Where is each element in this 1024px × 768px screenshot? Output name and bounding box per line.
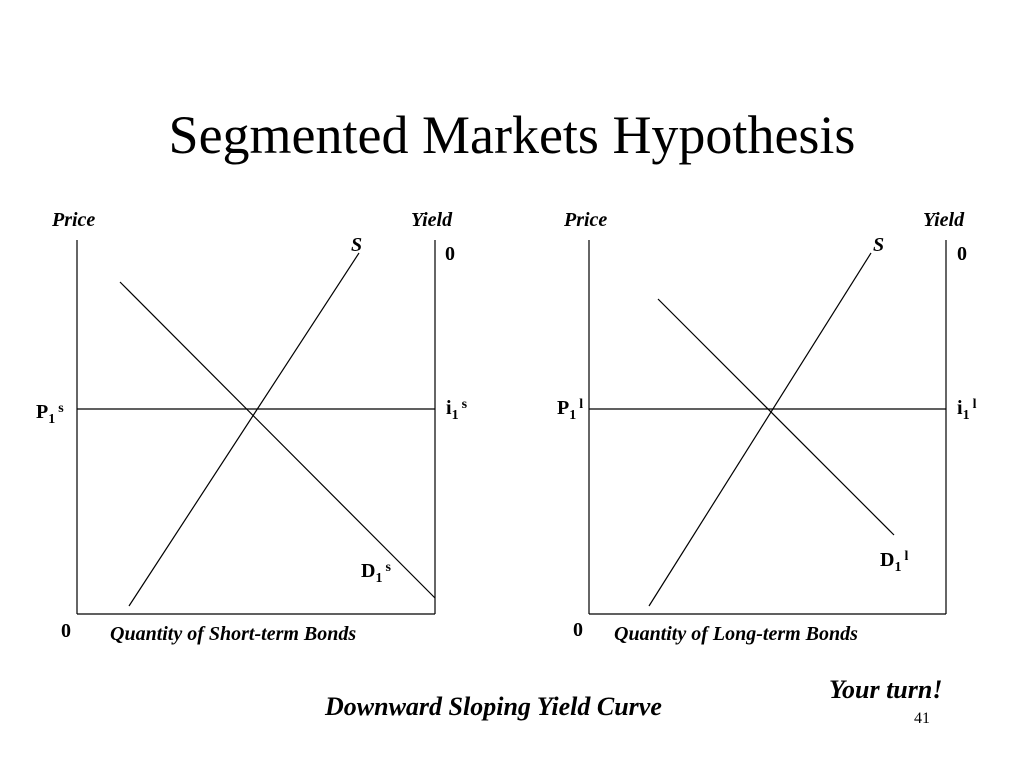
left-supply-label: S — [351, 234, 362, 256]
slide-caption: Downward Sloping Yield Curve — [325, 692, 662, 721]
right-rate-i1l: i1l — [957, 397, 977, 423]
left-supply-curve — [128, 252, 360, 607]
right-yield-zero: 0 — [957, 243, 967, 265]
right-supply-curve — [648, 252, 872, 607]
right-panel: Price Yield S 0 0 Quantity of Long-term … — [557, 209, 977, 645]
right-origin-zero: 0 — [573, 619, 583, 641]
left-yield-zero: 0 — [445, 243, 455, 265]
right-demand-curve — [657, 298, 895, 536]
your-turn-note: Your turn! — [829, 675, 943, 704]
left-price-label: Price — [51, 209, 95, 231]
right-supply-label: S — [873, 234, 884, 256]
left-panel: Price Yield S 0 0 Quantity of Short-term… — [36, 209, 468, 645]
left-origin-zero: 0 — [61, 620, 71, 642]
right-price-p1l: P1l — [557, 397, 583, 423]
left-yield-label: Yield — [411, 209, 453, 231]
slide-title: Segmented Markets Hypothesis — [168, 105, 856, 165]
left-demand-label: D1s — [361, 560, 391, 586]
left-quantity-label: Quantity of Short-term Bonds — [110, 623, 356, 645]
left-rate-i1s: i1s — [446, 397, 468, 423]
left-demand-curve — [119, 281, 436, 599]
left-price-p1s: P1s — [36, 401, 64, 427]
right-price-label: Price — [563, 209, 607, 231]
page-number: 41 — [914, 710, 930, 727]
right-quantity-label: Quantity of Long-term Bonds — [614, 623, 858, 645]
right-yield-label: Yield — [923, 209, 965, 231]
right-demand-label: D1l — [880, 549, 908, 575]
